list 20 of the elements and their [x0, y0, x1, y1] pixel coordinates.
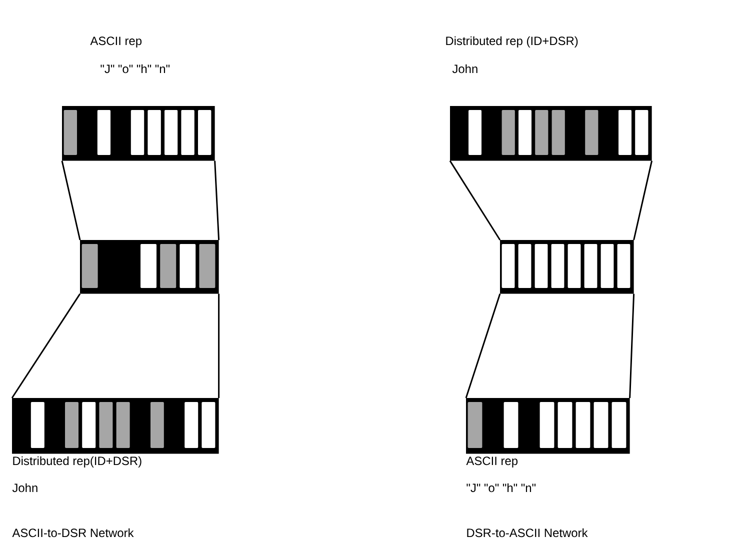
- connection-trapezoid: [61, 160, 220, 241]
- layer-label: ASCII rep: [90, 36, 142, 48]
- connection-trapezoid: [11, 293, 220, 399]
- connection-trapezoid: [465, 293, 635, 399]
- network-caption: ASCII-to-DSR Network: [12, 528, 134, 538]
- network-caption: DSR-to-ASCII Network: [467, 528, 588, 538]
- layer-label: ASCII rep: [466, 456, 518, 468]
- layer-units: [450, 106, 652, 161]
- layer-label: Distributed rep (ID+DSR): [446, 36, 578, 48]
- connection-trapezoid: [449, 160, 653, 241]
- layer-label: Distributed rep(ID+DSR): [13, 456, 142, 468]
- layer-units: [466, 398, 630, 454]
- layer-units: [500, 240, 634, 294]
- layer-units: [12, 398, 219, 454]
- layer-units: [62, 106, 215, 161]
- layer-label: John: [12, 483, 38, 492]
- layer-units: [80, 240, 219, 294]
- layer-label: "J" "o" "h" "n": [100, 64, 170, 74]
- layer-label: "J" "o" "h" "n": [466, 483, 536, 492]
- layer-label: John: [452, 64, 478, 74]
